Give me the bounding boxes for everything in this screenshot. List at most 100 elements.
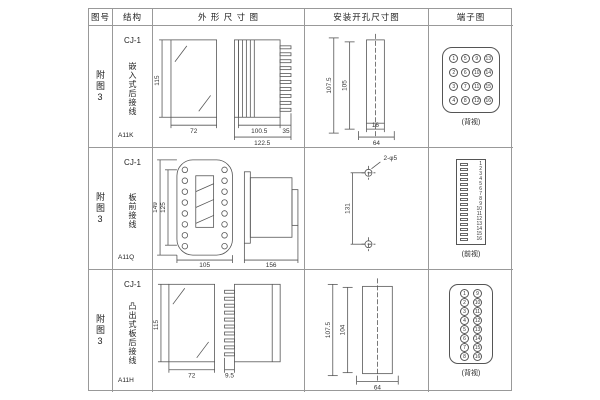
dimension-lines [328, 37, 395, 141]
structure-label: 嵌入式后接线 [128, 61, 137, 116]
terminal-number: 4 [479, 176, 482, 182]
terminal-diagram-a11h: 1 9 2 10 3 11 4 12 5 13 6 14 7 15 8 16 [449, 284, 493, 378]
dimension-lines [159, 39, 292, 141]
dim-hole-spacing: 131 [345, 203, 352, 214]
structure-cell-a11k: CJ-1 嵌入式后接线 A11K [113, 26, 153, 148]
terminal-cell-a11h: 1 9 2 10 3 11 4 12 5 13 6 14 7 15 8 16 [429, 270, 513, 392]
terminal-pin: 4 [460, 316, 469, 325]
front-view [168, 283, 215, 363]
outline-drawing-a11h: 115 72 9.5 [153, 283, 281, 380]
terminal-number: 5 [479, 181, 482, 187]
outline-cell-a11k: 115 72 100.5 35 122.5 [153, 26, 305, 148]
dimension-labels: 107.5 105 16 64 [326, 77, 381, 147]
terminal-pin: 15 [483, 82, 493, 91]
model-label: CJ-1 [124, 158, 141, 167]
header-outline-label: 外 形 尺 寸 图 [198, 12, 259, 22]
terminal-view-label: (背视) [461, 370, 481, 377]
terminal-slot [460, 232, 468, 236]
terminal-slot [460, 202, 468, 206]
terminal-slot [460, 182, 468, 186]
header-outline: 外 形 尺 寸 图 [153, 9, 305, 26]
mounting-cell-a11h: 107.5 104 64 [305, 270, 429, 392]
terminal-pin: 7 [460, 82, 470, 91]
code-label: A11K [118, 132, 134, 139]
terminal-pin: 13 [473, 325, 482, 334]
dimension-labels: 115 72 9.5 [153, 319, 234, 379]
terminal-number: 11 [476, 211, 482, 217]
terminal-number: 10 [476, 206, 482, 212]
terminal-slot [460, 162, 468, 166]
terminal-number: 9 [479, 201, 482, 207]
terminal-pin: 5 [460, 54, 470, 63]
header-fig-no: 图号 [89, 9, 113, 26]
terminal-pin: 15 [473, 343, 482, 352]
terminal-number: 16 [476, 236, 482, 242]
dim-pin-depth: 35 [282, 128, 290, 135]
terminal-slot [460, 222, 468, 226]
dim-depth: 100.5 [251, 128, 268, 135]
terminal-slot [460, 177, 468, 181]
terminal-pin: 16 [483, 96, 493, 105]
terminal-slot [460, 172, 468, 176]
terminal-block-rear: 1 5 9 13 2 6 10 14 3 7 11 15 4 8 12 16 [442, 46, 500, 113]
terminal-pin: 11 [473, 307, 482, 316]
dim-v1: 107.5 [326, 77, 333, 94]
dimension-labels: 149 125 105 156 [153, 202, 277, 269]
terminal-pin: 14 [473, 334, 482, 343]
front-view [170, 39, 217, 118]
terminal-pin: 1 [460, 289, 469, 298]
terminal-pin: 12 [473, 316, 482, 325]
terminal-number: 14 [476, 226, 482, 232]
terminal-pin: 13 [483, 54, 493, 63]
mounting-drawing-a11h: 107.5 104 64 [325, 278, 399, 392]
dim-width: 72 [188, 373, 196, 380]
hole-callout: 2-φ5 [384, 155, 398, 162]
dimension-lines [157, 283, 235, 373]
terminal-number: 6 [479, 186, 482, 192]
terminal-pin: 9 [472, 54, 482, 63]
model-label: CJ-1 [124, 36, 141, 45]
terminal-pin: 6 [460, 334, 469, 343]
header-terminal: 端子图 [429, 9, 513, 26]
terminal-pin: 16 [473, 352, 482, 361]
dim-width: 105 [199, 262, 210, 269]
dim-height: 115 [154, 75, 161, 86]
terminal-pin: 14 [483, 68, 493, 77]
dim-inner-height: 125 [160, 202, 167, 213]
terminal-slot [460, 237, 468, 241]
terminal-pin: 10 [473, 298, 482, 307]
fig-cell-row1: 附图3 [89, 26, 113, 148]
terminal-pin: 2 [460, 298, 469, 307]
terminal-number: 12 [476, 216, 482, 222]
structure-cell-a11h: CJ-1 凸出式板后接线 A11H [113, 270, 153, 392]
dim-pin-depth: 9.5 [225, 373, 234, 380]
header-structure: 结构 [113, 9, 153, 26]
terminal-slot [460, 227, 468, 231]
terminal-pin: 7 [460, 343, 469, 352]
outline-drawing-a11q: 149 125 105 156 [153, 159, 299, 269]
terminal-cell-a11q: 1 2 3 4 5 6 7 8 9 10 11 12 13 14 15 16 [429, 148, 513, 270]
terminal-slot [460, 192, 468, 196]
terminal-pin: 12 [472, 96, 482, 105]
dim-slot-width: 16 [372, 122, 380, 129]
mounting-cell-a11k: 107.5 105 16 64 [305, 26, 429, 148]
dimension-lines [350, 172, 365, 245]
dim-span: 64 [374, 385, 382, 392]
terminal-slot [460, 167, 468, 171]
header-mounting: 安装开孔尺寸图 [305, 9, 429, 26]
mounting-holes [361, 161, 381, 252]
terminal-slot [460, 207, 468, 211]
outline-drawing-a11k: 115 72 100.5 35 122.5 [154, 39, 292, 147]
dimension-lines [157, 159, 299, 264]
dim-v2: 105 [342, 80, 349, 91]
terminal-pin: 8 [460, 352, 469, 361]
mounting-cell-a11q: 131 2-φ5 [305, 148, 429, 270]
terminal-slot [460, 187, 468, 191]
header-structure-label: 结构 [122, 12, 142, 22]
dim-v1: 107.5 [325, 322, 332, 339]
header-mounting-label: 安装开孔尺寸图 [333, 12, 400, 22]
fig-cell-row2: 附图3 [89, 148, 113, 270]
code-label: A11Q [118, 254, 135, 261]
terminal-diagram-a11k: 1 5 9 13 2 6 10 14 3 7 11 15 4 8 12 16 [442, 46, 500, 127]
